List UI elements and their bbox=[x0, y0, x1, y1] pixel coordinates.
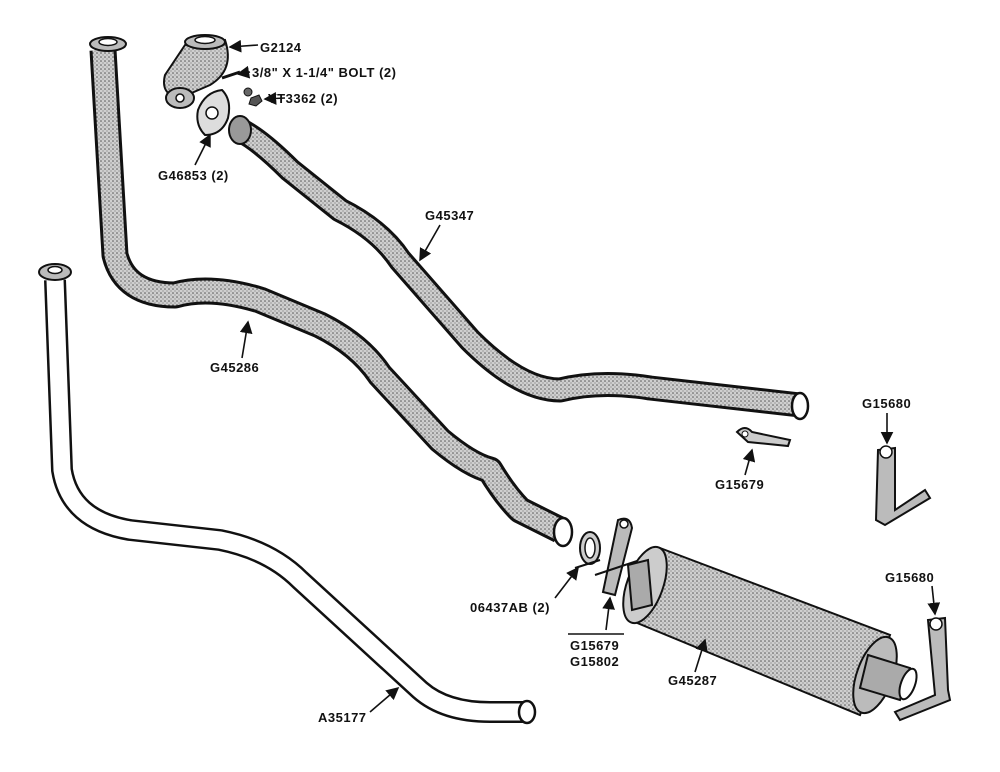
leader-lines bbox=[194, 39, 941, 713]
gasket-g46853 bbox=[196, 88, 231, 137]
label-g15802: G15802 bbox=[570, 654, 619, 669]
label-bolt: 3/8" X 1-1/4" BOLT (2) bbox=[252, 65, 396, 80]
hanger-g15680-upper bbox=[874, 445, 932, 527]
elbow-g2124 bbox=[163, 34, 229, 109]
label-g15679-small: G15679 bbox=[715, 477, 764, 492]
label-g45347: G45347 bbox=[425, 208, 474, 223]
label-g46853: G46853 (2) bbox=[158, 168, 229, 183]
hanger-g15680-lower bbox=[893, 616, 952, 722]
muffler-g45287 bbox=[622, 545, 918, 717]
label-g45287: G45287 bbox=[668, 673, 717, 688]
clamp-06437ab bbox=[574, 531, 601, 569]
label-g15679-low: G15679 bbox=[570, 638, 619, 653]
label-g15680-lower: G15680 bbox=[885, 570, 934, 585]
label-a35177: A35177 bbox=[318, 710, 367, 725]
pipe-g45347 bbox=[228, 115, 810, 421]
label-vt3362: VT3362 (2) bbox=[268, 91, 338, 106]
pipe-a35177 bbox=[38, 263, 537, 725]
bracket-g15679-small bbox=[735, 427, 792, 448]
label-g15680-upper: G15680 bbox=[862, 396, 911, 411]
label-g45286: G45286 bbox=[210, 360, 259, 375]
label-06437ab: 06437AB (2) bbox=[470, 600, 550, 615]
bracket-g15679-g15802 bbox=[594, 517, 641, 597]
label-g2124: G2124 bbox=[260, 40, 302, 55]
pipe-g45286 bbox=[89, 36, 574, 548]
